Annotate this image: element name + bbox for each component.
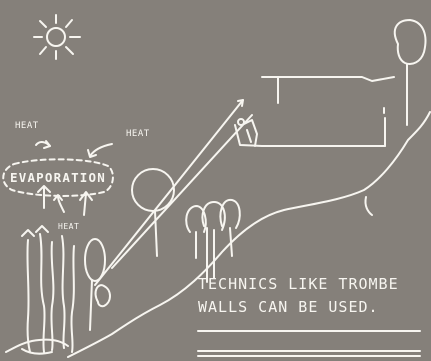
heat-label-top: HEAT: [15, 121, 39, 131]
person-figure: [238, 119, 257, 146]
note-line-2: WALLS CAN BE USED.: [198, 298, 379, 316]
sun-icon: [34, 15, 80, 59]
tree-top-right: [395, 20, 426, 125]
upper-building: [235, 77, 394, 146]
evaporation-label: EVAPORATION: [10, 170, 106, 185]
tree-group: [186, 200, 240, 282]
heat-label-low: HEAT: [58, 222, 79, 231]
heat-label-right: HEAT: [126, 129, 150, 139]
tree-left-slope: [85, 239, 110, 330]
note-line-1: TECHNICS LIKE TROMBE: [198, 275, 399, 293]
rising-heat-lines: [27, 234, 74, 352]
hillside-terrain: [6, 112, 430, 357]
underline-strokes: [198, 331, 420, 356]
